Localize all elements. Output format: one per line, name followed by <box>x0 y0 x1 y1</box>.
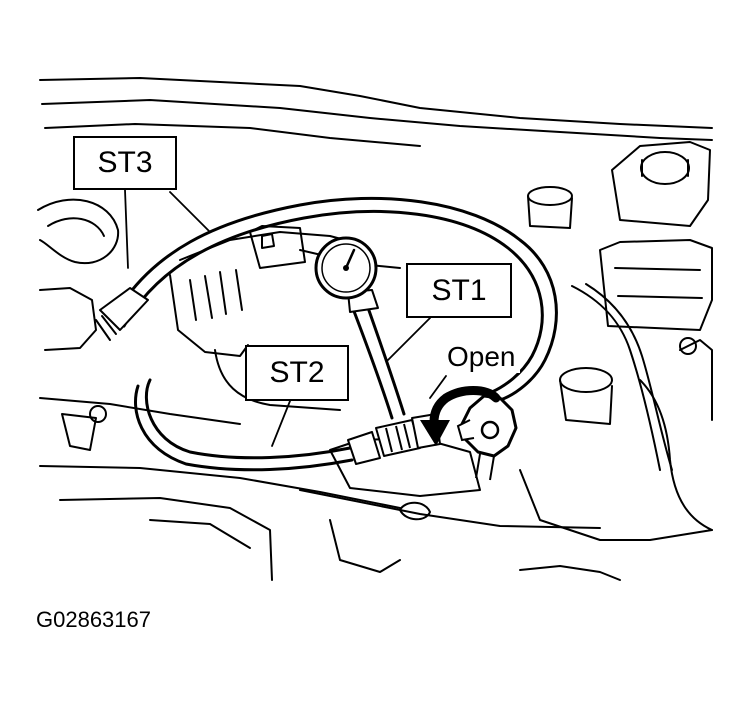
rotation-arrow-icon <box>420 386 501 446</box>
left-front-tank <box>61 413 97 451</box>
leader-st3-b <box>169 191 211 233</box>
cowl-line <box>44 123 421 147</box>
left-lower-panel <box>39 397 241 425</box>
right-side-hoses-2 <box>585 283 673 471</box>
figure-identifier: G02863167 <box>36 607 151 632</box>
open-direction-label: Open <box>443 341 520 373</box>
lower-rail <box>299 489 601 529</box>
leader-open <box>429 375 447 399</box>
gauge-hose-inner <box>364 300 406 416</box>
left-intake-duct <box>37 198 120 265</box>
right-lower-panel <box>519 469 713 541</box>
callout-st3: ST3 <box>73 136 177 190</box>
hose-st2-inner <box>134 384 354 472</box>
right-reservoir-cap <box>640 151 690 185</box>
right-reservoir-neck <box>641 159 689 177</box>
right-box-inner <box>614 267 703 299</box>
right-reservoir <box>611 141 711 227</box>
valve-knob-icon <box>456 394 518 481</box>
left-bracket <box>39 287 97 351</box>
pressure-gauge-icon <box>314 236 378 300</box>
hose-st3-nut <box>95 315 117 341</box>
right-bottom-bracket <box>679 339 713 421</box>
right-lower-cap-tank <box>559 379 613 425</box>
middle-cap-tank <box>527 195 573 229</box>
callout-st1: ST1 <box>406 263 512 318</box>
hose-st3-inner <box>122 210 544 394</box>
left-intake-duct-inner <box>47 217 105 237</box>
right-lower-cap <box>559 367 613 393</box>
throttle-body-top <box>261 233 275 249</box>
coupler-ribs <box>385 423 411 453</box>
gauge-hose-outer <box>350 304 394 420</box>
left-bottom-block-2 <box>149 519 251 549</box>
leader-st3 <box>124 189 129 269</box>
callout-st2: ST2 <box>245 345 349 401</box>
hose-st3-fitting <box>99 287 149 331</box>
engine-block-fins <box>189 269 243 321</box>
right-wiring <box>639 379 713 531</box>
left-bottom-block <box>59 497 273 581</box>
right-small-cap <box>679 337 697 355</box>
hood-edge-line <box>39 77 713 129</box>
hose-st2-outer <box>144 378 352 460</box>
leader-st1 <box>387 317 431 361</box>
right-box <box>599 239 713 331</box>
coupler-body-left <box>347 431 381 465</box>
hood-edge-line-2 <box>41 99 713 141</box>
lower-fitting <box>399 501 431 521</box>
engine-block-body <box>169 274 249 357</box>
lower-bracket-center <box>329 519 401 573</box>
center-lower-housing <box>214 349 341 411</box>
leader-st2 <box>271 400 291 447</box>
right-lower-frame <box>519 565 621 581</box>
hose-st3-outer <box>110 196 558 402</box>
middle-cap <box>527 186 573 206</box>
right-side-hoses <box>571 285 661 471</box>
left-cap <box>89 405 107 423</box>
left-lower-panel-2 <box>39 465 401 509</box>
